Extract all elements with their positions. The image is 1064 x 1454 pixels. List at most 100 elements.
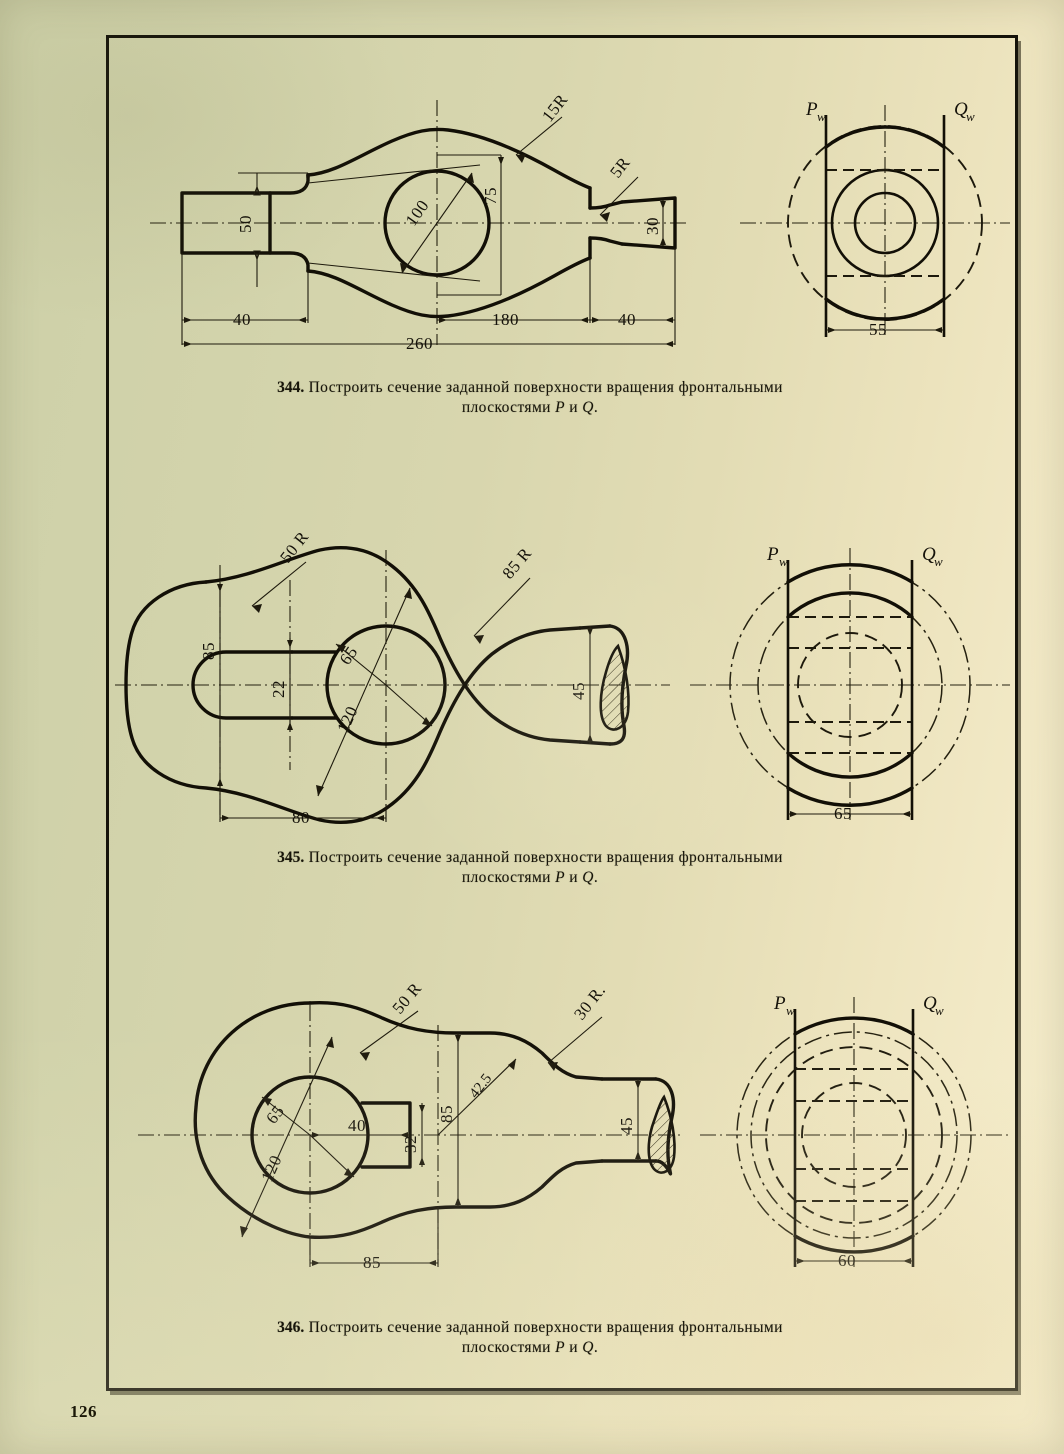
bore-circle — [325, 624, 447, 746]
ring-circle-inner — [853, 191, 917, 255]
trace-P-label: P — [805, 99, 818, 120]
caption-344-p: P — [555, 398, 566, 416]
leader-50R — [359, 1010, 419, 1054]
dim-80-arrow-b — [376, 815, 384, 821]
section-arc-outer-bottom — [786, 786, 914, 807]
caption-344-line1: Построить сечение заданной поверхности в… — [308, 379, 783, 396]
leader-42.5 — [437, 1058, 517, 1136]
slot-outline — [191, 650, 294, 720]
dim-180-arrow-a — [439, 317, 447, 323]
dim-label-100: 100 — [402, 196, 433, 229]
phantom-circle-second — [750, 1031, 958, 1239]
caption-344-q: Q — [582, 398, 594, 416]
caption-344-line2: плоскостями P и Q. — [120, 398, 940, 418]
leader-120-arrow-bot — [316, 785, 324, 796]
dim-65-arrow-b — [902, 811, 910, 817]
leader-120 — [317, 587, 411, 797]
leader-65 — [261, 1096, 311, 1136]
leader-85R — [473, 577, 531, 637]
dim-label-40-left: 40 — [233, 310, 251, 329]
dim-label-50R: 50 R — [276, 527, 312, 566]
figure-346-profile-view: P w Q w 60 — [700, 993, 1010, 1270]
leader-100 — [401, 172, 473, 274]
dim-label-60: 60 — [838, 1251, 856, 1270]
dim-55-arrow-a — [828, 327, 836, 333]
trace-Q-subscript: w — [934, 554, 943, 569]
caption-346-q: Q — [582, 1338, 594, 1356]
bore-dashed-circle — [797, 632, 903, 738]
construction-lower — [307, 262, 481, 282]
figure-344: 50 15R 5R 100 75 — [130, 55, 1020, 375]
dim-40-right-arrow-a — [592, 317, 600, 323]
caption-345-and: и — [565, 868, 583, 886]
leader-30R-arrow — [548, 1062, 558, 1071]
caption-345-q: Q — [582, 868, 594, 886]
caption-345-line1: Построить сечение заданной поверхности в… — [308, 849, 783, 866]
lower-contour — [306, 256, 592, 319]
section-arc-hub-bottom — [786, 751, 914, 779]
figure-345-front-view: 50 R 85 R 85 22 65 — [115, 527, 670, 827]
leader-120-arrow-bot — [240, 1226, 248, 1237]
bore-circle — [383, 169, 491, 277]
leader-15R-arrow — [516, 154, 526, 163]
lower-left-contour — [124, 580, 582, 824]
caption-346-line2: плоскостями P и Q. — [120, 1338, 940, 1358]
dim-55-arrow-b — [934, 327, 942, 333]
dim-label-45: 45 — [569, 682, 588, 700]
dim-label-85: 85 — [437, 1105, 456, 1123]
right-stub — [620, 196, 677, 250]
figure-345-profile-view: P w Q w 65 — [690, 544, 1010, 823]
caption-345-line2: плоскостями P и Q. — [120, 868, 940, 888]
dim-label-120: 120 — [257, 1152, 285, 1184]
construction-upper — [307, 164, 481, 184]
trace-Q-label: Q — [954, 99, 968, 120]
dim-30-arrow-top — [660, 201, 666, 209]
dim-label-55: 55 — [869, 320, 887, 339]
section-arc-top — [824, 125, 946, 149]
dim-label-180: 180 — [492, 310, 519, 329]
page-frame-shadow — [110, 41, 1021, 1395]
leader-30R — [547, 1016, 603, 1064]
dim-60-arrow-a — [797, 1258, 805, 1264]
dim-label-45: 45 — [617, 1117, 636, 1135]
leader-bore-right-arrow — [422, 717, 432, 726]
caption-344-and: и — [565, 398, 583, 416]
caption-344-number: 344. — [277, 379, 305, 396]
caption-346-line2-pre: плоскостями — [461, 1338, 556, 1356]
leader-65 — [335, 643, 387, 686]
page-frame-border — [106, 35, 1018, 1391]
body-lower-contour — [193, 1001, 604, 1240]
caption-344-end: . — [593, 398, 599, 416]
dim-label-30: 30 — [643, 217, 662, 235]
dim-85h-arrow-b — [428, 1260, 436, 1266]
leader-5R-arrow — [600, 212, 610, 222]
leader-bore-right — [385, 684, 433, 727]
leader-65-arrow — [262, 1097, 272, 1106]
section-arc-hub-top — [786, 591, 914, 619]
body-upper-contour — [308, 1000, 604, 1081]
dim-22-arrow-top — [287, 640, 293, 648]
dashed-circle-inner — [801, 1082, 907, 1188]
dim-label-40-right: 40 — [618, 310, 636, 329]
dim-85h-arrow-a — [312, 1260, 320, 1266]
left-lower-fillet — [268, 251, 310, 273]
dashed-circle-mid — [765, 1046, 943, 1224]
dim-label-85R: 85 R — [499, 544, 536, 583]
caption-345-p: P — [555, 868, 566, 886]
dim-50-arrow-bot — [253, 250, 261, 261]
dim-80-arrow-a — [222, 815, 230, 821]
trace-P-label: P — [766, 544, 779, 565]
dim-22-arrow-bot — [287, 722, 293, 730]
leader-50R — [251, 561, 307, 607]
dim-label-5R: 5R — [606, 153, 634, 181]
caption-344: 344. Построить сечение заданной поверхно… — [120, 378, 940, 418]
dim-260-arrow-a — [184, 341, 192, 347]
dim-40-right-arrow-b — [665, 317, 673, 323]
dim-32-arrow-top — [419, 1105, 425, 1113]
dim-label-40: 40 — [348, 1116, 366, 1135]
trace-Q-subscript: w — [966, 109, 975, 124]
figure-345: 50 R 85 R 85 22 65 — [110, 520, 1020, 850]
caption-346-line1: Построить сечение заданной поверхности в… — [308, 1319, 783, 1336]
dim-label-42.5: 42.5 — [467, 1071, 496, 1102]
